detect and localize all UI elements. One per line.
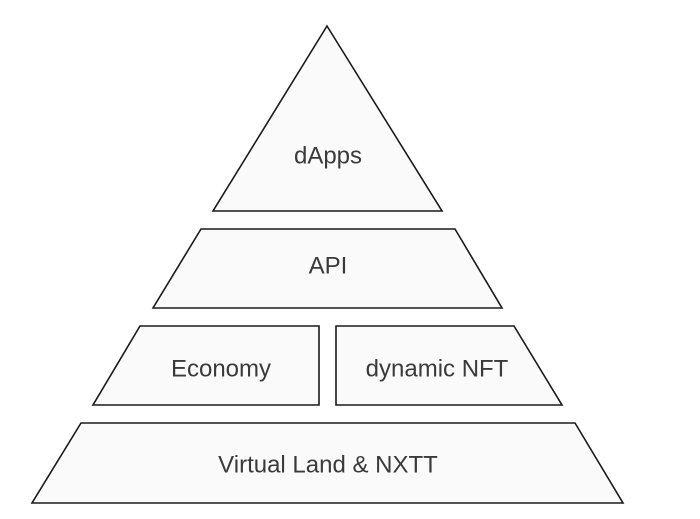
tier-economy-label: Economy bbox=[171, 356, 271, 383]
tier-virtual-land: Virtual Land & NXTT bbox=[30, 422, 625, 504]
tier-dapps-label: dApps bbox=[294, 143, 362, 170]
tier-api-label: API bbox=[309, 253, 348, 280]
tier-api: API bbox=[151, 228, 504, 309]
tier-virtual-land-label: Virtual Land & NXTT bbox=[218, 452, 438, 479]
tier-dynamic-nft: dynamic NFT bbox=[335, 325, 564, 406]
tier-dapps: dApps bbox=[211, 24, 444, 212]
tier-dynamic-nft-label: dynamic NFT bbox=[366, 356, 509, 383]
tier-economy-shape bbox=[91, 325, 320, 406]
tier-api-shape bbox=[151, 228, 504, 309]
tier-dapps-shape bbox=[211, 24, 444, 212]
tier-economy: Economy bbox=[91, 325, 320, 406]
tier-dynamic-nft-shape bbox=[335, 325, 564, 406]
tier-virtual-land-shape bbox=[30, 422, 625, 504]
